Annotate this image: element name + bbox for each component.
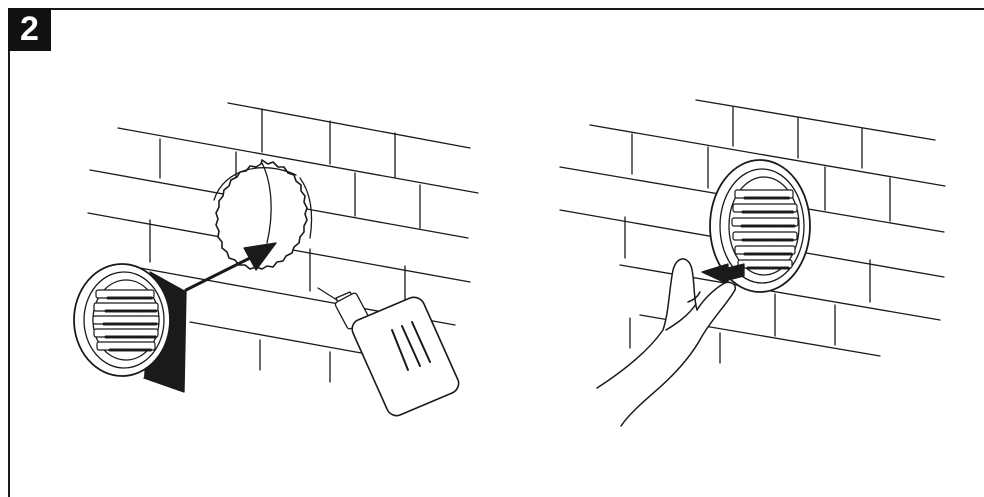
vent-grille-right (709, 159, 811, 293)
glue-bottle (317, 287, 460, 417)
left-panel (73, 102, 479, 417)
wall-hole (213, 159, 313, 270)
illustration-frame (8, 8, 984, 497)
hand (596, 258, 737, 427)
right-panel (559, 99, 946, 427)
step-number-badge: 2 (8, 8, 51, 51)
vent-grille-left (73, 263, 187, 393)
step-number: 2 (20, 10, 39, 48)
insert-arrow-left (184, 242, 277, 292)
